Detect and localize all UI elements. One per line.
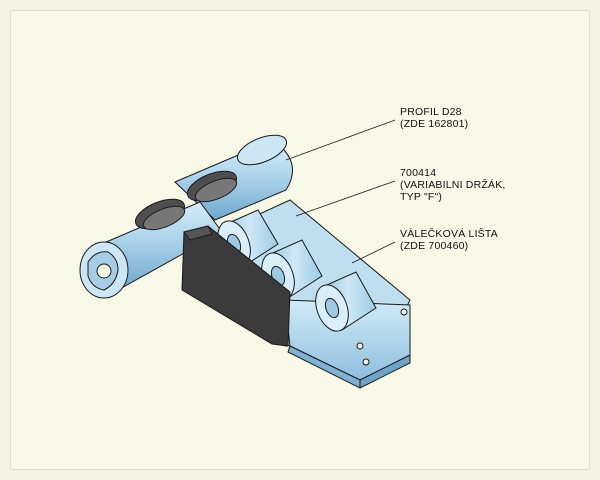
leader-rail xyxy=(351,241,396,264)
callout-rail-line2: (ZDE 700460) xyxy=(400,240,469,252)
callout-holder-line1: 700414 xyxy=(400,167,437,179)
leader-profile xyxy=(285,119,396,161)
leader-lines xyxy=(285,119,396,264)
callout-profile: PROFIL D28 (ZDE 162801) xyxy=(400,106,468,130)
callout-holder-line3: TYP "F") xyxy=(400,191,443,203)
profile-tube-end xyxy=(79,241,129,299)
callout-profile-line1: PROFIL D28 xyxy=(400,106,462,118)
leader-holder xyxy=(295,180,396,217)
callout-profile-line2: (ZDE 162801) xyxy=(400,118,469,130)
callout-rail-line1: VÁLEČKOVÁ LIŠTA xyxy=(400,228,498,240)
variable-holder-plate xyxy=(181,225,291,347)
callout-rail: VÁLEČKOVÁ LIŠTA (ZDE 700460) xyxy=(400,228,498,252)
roller-3 xyxy=(315,271,377,332)
collar-upper xyxy=(186,170,238,203)
callout-holder: 700414 (VARIABILNI DRŽÁK, TYP "F") xyxy=(400,167,506,203)
collar-lower xyxy=(134,198,186,231)
callout-holder-line2: (VARIABILNI DRŽÁK, xyxy=(400,179,506,191)
